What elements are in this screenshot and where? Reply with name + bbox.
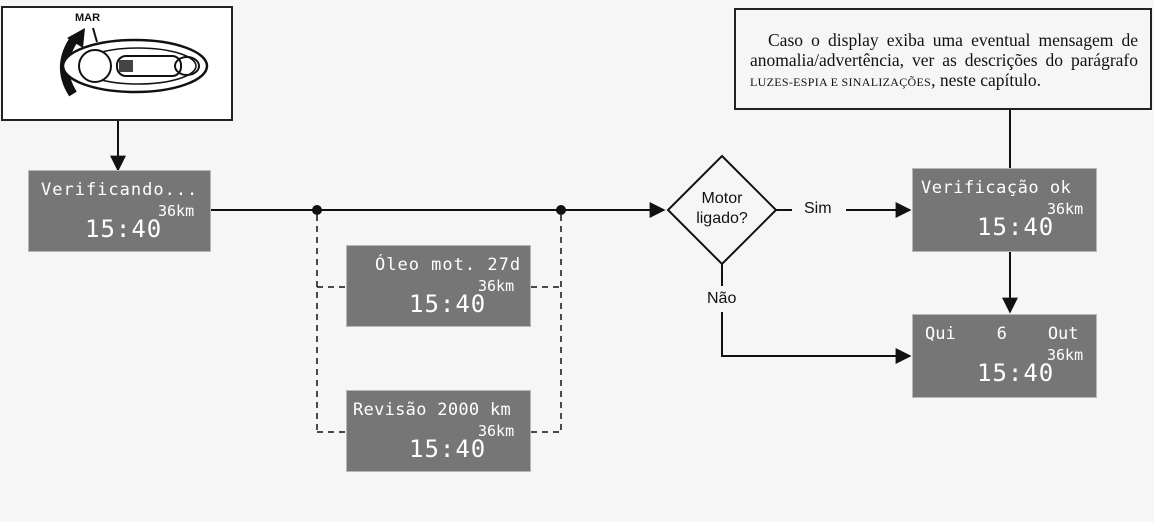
display-panel-check-ok: Verificação ok 36km 15:40: [912, 168, 1097, 252]
label-no: Não: [707, 290, 737, 307]
junction-dot-right: [556, 205, 566, 215]
panel-service-time: 15:40: [409, 435, 487, 463]
panel-checking-message: Verificando...: [41, 180, 199, 200]
display-panel-oil: Óleo mot. 27d 36km 15:40: [346, 245, 531, 327]
arrow-no-b: [721, 312, 912, 364]
panel-check-ok-message: Verificação ok: [921, 178, 1072, 198]
decision-line1: Motor: [701, 190, 743, 207]
panel-checking-time: 15:40: [85, 215, 163, 243]
panel-oil-km: 36km: [478, 277, 515, 295]
panel-oil-time: 15:40: [409, 290, 487, 318]
note-text-after: , neste capítulo.: [931, 70, 1041, 90]
decision-text: Motor ligado?: [672, 189, 772, 229]
junction-dot-left: [312, 205, 322, 215]
panel-service-km: 36km: [478, 422, 515, 440]
display-panel-service: Revisão 2000 km 36km 15:40: [346, 390, 531, 472]
decision-line2: ligado?: [696, 210, 748, 227]
panel-date-km: 36km: [1047, 346, 1084, 364]
panel-date-message: Qui 6 Out: [925, 324, 1079, 344]
panel-checking-km: 36km: [158, 202, 195, 220]
note-text-before: Caso o display exiba uma eventual mensag…: [750, 30, 1138, 70]
dashed-branch-lines: [316, 215, 562, 433]
ignition-box: MAR: [1, 6, 233, 121]
panel-date-time: 15:40: [977, 359, 1055, 387]
panel-service-message: Revisão 2000 km: [353, 400, 512, 420]
panel-oil-message: Óleo mot. 27d: [375, 255, 522, 275]
display-panel-checking: Verificando... 36km 15:40: [28, 170, 211, 252]
note-text-smallcaps: LUZES-ESPIA E SINALIZAÇÕES: [750, 75, 932, 89]
anomaly-note: Caso o display exiba uma eventual mensag…: [734, 8, 1152, 110]
display-panel-date: Qui 6 Out 36km 15:40: [912, 314, 1097, 398]
ignition-mar-label: MAR: [75, 12, 101, 24]
ignition-key-icon: [60, 27, 209, 97]
panel-check-ok-time: 15:40: [977, 213, 1055, 241]
label-yes: Sim: [804, 200, 832, 217]
panel-check-ok-km: 36km: [1047, 200, 1084, 218]
